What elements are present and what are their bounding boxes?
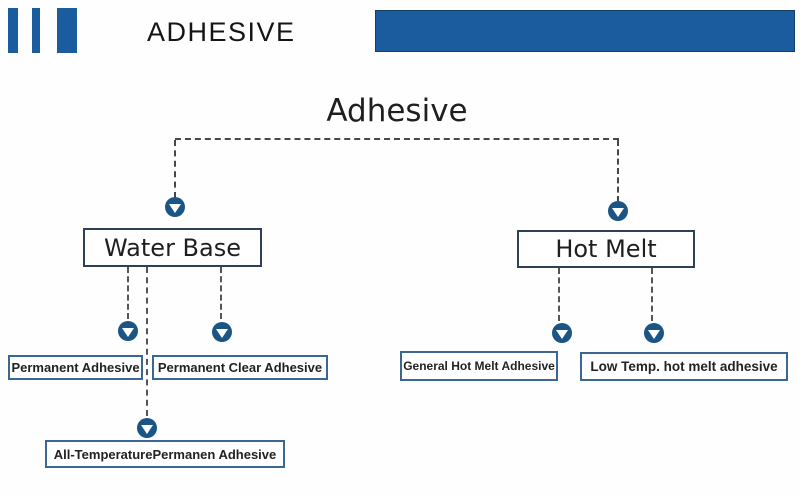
down-arrow-glyph (169, 203, 181, 213)
down-arrow-icon (118, 321, 138, 341)
leaf-box-permanent-clear-adhesive: Permanent Clear Adhesive (152, 355, 328, 380)
header-banner-bar (375, 10, 795, 52)
leaf-box-low-temp-hot-melt-adhesive: Low Temp. hot melt adhesive (580, 352, 788, 381)
leaf-box-all-temperature-permanent-adhesive: All-TemperaturePermanen Adhesive (45, 440, 285, 468)
down-arrow-glyph (122, 327, 134, 337)
connector-line (220, 267, 222, 319)
connector-line (558, 268, 560, 321)
logo-bar-icon (57, 8, 77, 53)
down-arrow-icon (644, 323, 664, 343)
header-title: ADHESIVE (147, 17, 296, 47)
connector-line (175, 138, 619, 140)
diagram-root-label: Adhesive (326, 93, 468, 129)
connector-line (146, 267, 148, 416)
leaf-box-permanent-adhesive: Permanent Adhesive (8, 355, 143, 380)
down-arrow-icon (552, 323, 572, 343)
down-arrow-icon (165, 197, 185, 217)
down-arrow-icon (212, 322, 232, 342)
leaf-box-general-hot-melt-adhesive: General Hot Melt Adhesive (400, 351, 558, 381)
down-arrow-glyph (612, 207, 624, 217)
down-arrow-icon (137, 418, 157, 438)
connector-line (127, 267, 129, 319)
down-arrow-glyph (648, 329, 660, 339)
category-box-hot-melt: Hot Melt (517, 230, 695, 268)
down-arrow-glyph (141, 424, 153, 434)
down-arrow-glyph (216, 328, 228, 338)
category-box-water-base: Water Base (83, 228, 262, 267)
down-arrow-icon (608, 201, 628, 221)
logo-bar-icon (8, 8, 18, 53)
logo-bar-icon (32, 8, 40, 53)
connector-line (174, 140, 176, 198)
connector-line (651, 268, 653, 321)
connector-line (617, 140, 619, 202)
down-arrow-glyph (556, 329, 568, 339)
